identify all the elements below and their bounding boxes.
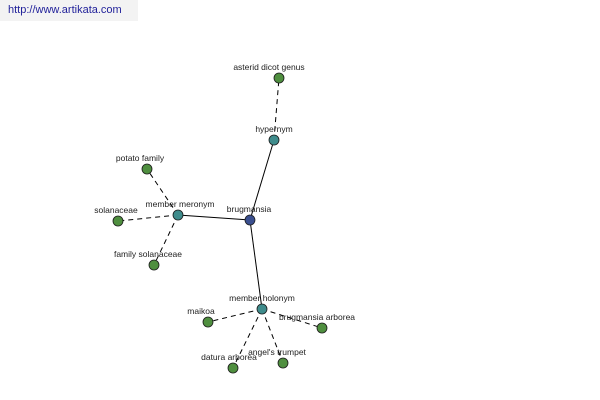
edge-member-meronym-family-solanaceae: [153, 214, 179, 266]
node-label-brugmansia: brugmansia: [227, 204, 272, 214]
edge-member-holonym-datura-arborea: [232, 308, 263, 369]
nodes-layer: [112, 72, 328, 374]
edge-brugmansia-hypernym: [249, 139, 275, 221]
node-label-family-solanaceae: family solanaceae: [114, 249, 182, 259]
edge-member-holonym-maikoa: [207, 308, 263, 323]
edge-brugmansia-member-holonym: [249, 219, 263, 310]
node-family-solanaceae[interactable]: [148, 259, 160, 271]
edge-member-meronym-solanaceae: [117, 214, 179, 222]
node-label-member-holonym: member holonym: [229, 293, 295, 303]
site-url-link[interactable]: http://www.artikata.com: [8, 4, 122, 16]
node-datura-arborea[interactable]: [227, 362, 239, 374]
edge-brugmansia-member-meronym: [177, 214, 251, 221]
node-label-angels-trumpet: angel's trumpet: [248, 347, 306, 357]
edge-member-holonym-angels-trumpet: [261, 308, 284, 364]
node-label-datura-arborea: datura arborea: [201, 352, 257, 362]
node-potato-family[interactable]: [141, 163, 153, 175]
node-brugmansia[interactable]: [244, 214, 256, 226]
edge-member-holonym-brugmansia-arborea: [261, 308, 323, 329]
node-member-holonym[interactable]: [256, 303, 268, 315]
url-banner: http://www.artikata.com: [0, 0, 138, 21]
node-brugmansia-arborea[interactable]: [316, 322, 328, 334]
node-label-hypernym: hypernym: [255, 124, 292, 134]
node-label-brugmansia-arborea: brugmansia arborea: [279, 312, 355, 322]
node-asterid[interactable]: [273, 72, 285, 84]
node-label-member-meronym: member meronym: [146, 199, 215, 209]
node-solanaceae[interactable]: [112, 215, 124, 227]
node-label-potato-family: potato family: [116, 153, 165, 163]
edge-member-meronym-potato-family: [146, 168, 179, 216]
node-maikoa[interactable]: [202, 316, 214, 328]
node-member-meronym[interactable]: [172, 209, 184, 221]
node-angels-trumpet[interactable]: [277, 357, 289, 369]
edge-hypernym-asterid: [273, 77, 280, 141]
edges-layer: [117, 77, 323, 369]
node-label-asterid: asterid dicot genus: [233, 62, 304, 72]
node-label-maikoa: maikoa: [187, 306, 215, 316]
node-hypernym[interactable]: [268, 134, 280, 146]
labels-layer: brugmansia hypernym asterid dicot genus mem…: [94, 62, 355, 362]
node-label-solanaceae: solanaceae: [94, 205, 138, 215]
